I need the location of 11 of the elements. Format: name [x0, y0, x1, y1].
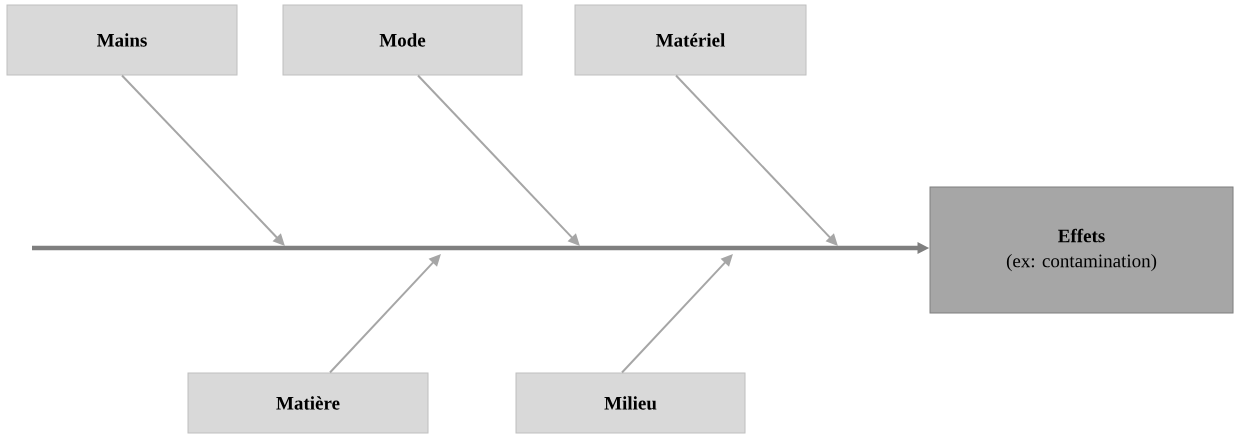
cause-box: Milieu [515, 372, 746, 434]
cause-box: Mode [282, 4, 523, 76]
cause-box: Matière [187, 372, 429, 434]
arrow [121, 74, 285, 246]
cause-box: Matériel [574, 4, 807, 76]
arrow [329, 254, 441, 374]
arrow [675, 74, 838, 246]
arrow [417, 74, 580, 246]
arrow [621, 254, 733, 374]
cause-box: Mains [6, 4, 238, 76]
effect-box: Effets (ex: contamination) [929, 186, 1234, 314]
